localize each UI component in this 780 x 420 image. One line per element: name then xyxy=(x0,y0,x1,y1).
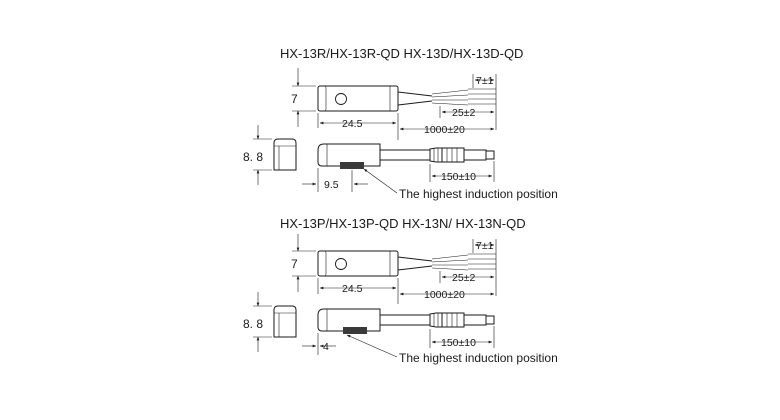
dim-wire-insulation-2: 25±2 xyxy=(452,272,475,284)
dim-height-side-2: 8. 8 xyxy=(243,317,263,331)
dim-connector-1: 150±10 xyxy=(441,171,476,183)
dim-wire-insulation-1: 25±2 xyxy=(452,107,475,119)
dim-height-top-1: 7 xyxy=(291,92,298,106)
section-2: HX-13P/HX-13P-QD HX-13N/ HX-13N-QD 7 24. xyxy=(243,216,558,365)
dim-length-2: 24.5 xyxy=(342,283,363,295)
sensor-end-view-2 xyxy=(273,305,297,338)
dim-cable-1: 1000±20 xyxy=(424,124,465,136)
dim-cable-2: 1000±20 xyxy=(424,289,465,301)
wire-1a xyxy=(431,89,469,95)
induction-point-1 xyxy=(340,162,364,169)
dim-height-side-1: 8. 8 xyxy=(243,150,263,164)
induction-point-2 xyxy=(343,327,367,334)
dim-wire-strip-1: 7±1 xyxy=(476,75,494,87)
mounting-hole-1 xyxy=(335,93,347,105)
section-1: HX-13R/HX-13R-QD HX-13D/HX-13D-QD 7 xyxy=(243,46,558,201)
mounting-hole-2 xyxy=(335,258,347,270)
section-1-title: HX-13R/HX-13R-QD HX-13D/HX-13D-QD xyxy=(280,46,523,61)
wire-1b xyxy=(431,94,469,98)
section-2-title: HX-13P/HX-13P-QD HX-13N/ HX-13N-QD xyxy=(280,216,526,231)
dim-offset-2: 4 xyxy=(323,341,329,353)
wire-1d xyxy=(431,102,469,106)
sensor-side-view-1 xyxy=(317,143,495,169)
sensor-top-view-1 xyxy=(317,85,496,112)
sensor-top-view-2 xyxy=(317,250,496,277)
dim-connector-2: 150±10 xyxy=(441,337,476,349)
dim-wire-strip-2: 7±1 xyxy=(476,240,494,252)
note-induction-2: The highest induction position xyxy=(399,351,558,365)
sensor-end-cap-1 xyxy=(317,85,327,112)
note-induction-1: The highest induction position xyxy=(399,187,558,201)
dim-length-1: 24.5 xyxy=(342,118,363,130)
dim-height-top-2: 7 xyxy=(291,257,298,271)
dim-offset-1: 9.5 xyxy=(324,179,339,191)
sensor-side-view-2 xyxy=(317,308,495,334)
sensor-body-top-1 xyxy=(317,85,399,112)
sensor-end-view-1 xyxy=(273,138,297,171)
